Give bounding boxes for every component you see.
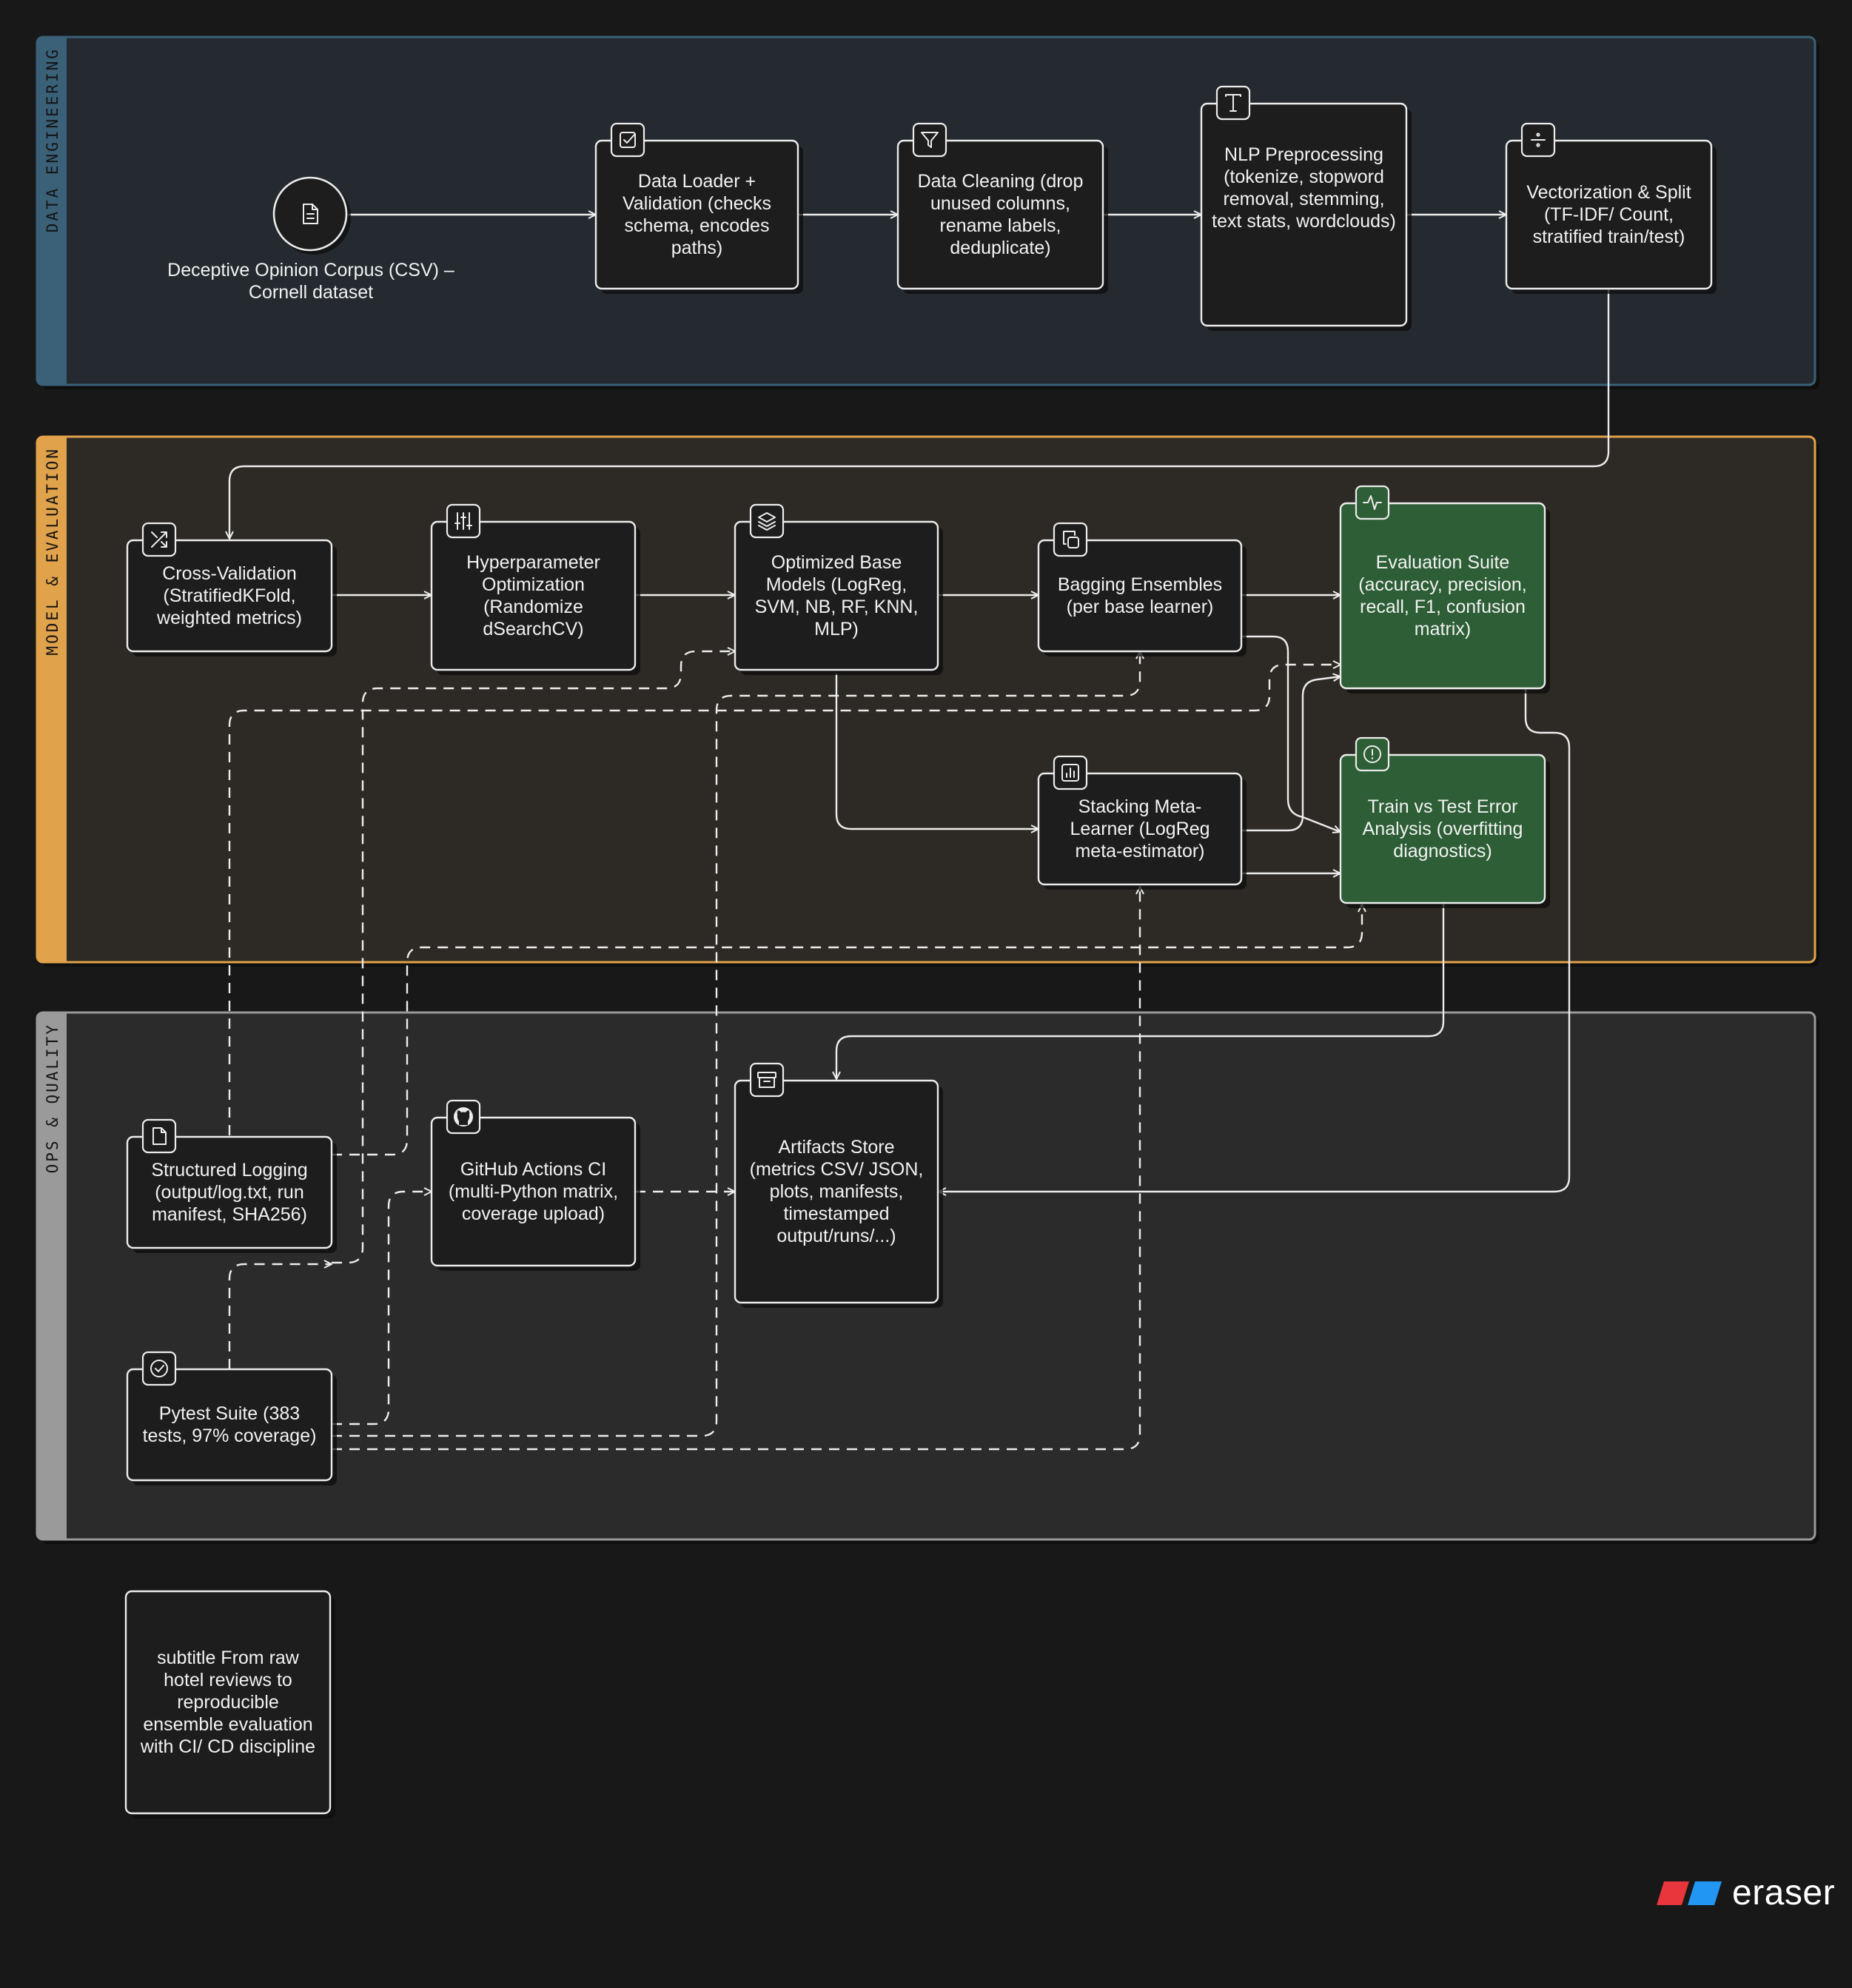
text-icon xyxy=(1215,85,1251,121)
node-github[interactable] xyxy=(430,1099,640,1271)
node-bagging[interactable] xyxy=(1037,522,1247,656)
edge-solid-4 xyxy=(229,289,1610,539)
divide-icon xyxy=(1520,122,1556,158)
file-icon xyxy=(141,1118,177,1154)
node-base[interactable] xyxy=(734,503,943,675)
bar-chart-icon xyxy=(1053,755,1088,790)
edge-solid-11 xyxy=(1241,676,1341,832)
eraser-mark-icon xyxy=(1657,1881,1722,1905)
swimlane-label-model: MODEL & EVALUATION xyxy=(44,447,61,656)
node-subtitle[interactable] xyxy=(124,1590,335,1819)
node-corpus[interactable] xyxy=(272,176,351,255)
sliders-icon xyxy=(446,503,481,539)
check-circle-icon xyxy=(141,1351,177,1386)
archive-icon xyxy=(749,1062,785,1098)
github-icon xyxy=(446,1099,481,1135)
edge-dashed-5 xyxy=(228,1264,332,1369)
node-hpo[interactable] xyxy=(430,503,640,675)
node-stacking[interactable] xyxy=(1037,755,1247,890)
edge-dashed-1 xyxy=(332,904,1362,1156)
swimlane-label-ops: OPS & QUALITY xyxy=(44,1023,61,1173)
edge-dashed-7 xyxy=(332,887,1140,1451)
pulse-icon xyxy=(1355,485,1390,520)
eraser-logo: eraser xyxy=(1654,1873,1835,1913)
node-vector[interactable] xyxy=(1505,122,1717,294)
swimlane-model: MODEL & EVALUATION xyxy=(36,435,1819,967)
node-artifacts[interactable] xyxy=(734,1062,943,1308)
node-cv[interactable] xyxy=(126,522,337,656)
shuffle-icon xyxy=(141,522,177,557)
brand-name: eraser xyxy=(1732,1873,1836,1913)
node-pytest[interactable] xyxy=(126,1351,337,1485)
checkbox-icon xyxy=(610,122,645,158)
edge-solid-10 xyxy=(835,674,1039,829)
swimlane-label-data: DATA ENGINEERING xyxy=(44,47,61,232)
node-logging[interactable] xyxy=(126,1118,337,1253)
node-loader[interactable] xyxy=(594,122,803,294)
node-eval[interactable] xyxy=(1339,485,1550,694)
document-icon xyxy=(303,204,318,224)
node-nlp[interactable] xyxy=(1200,85,1412,331)
alert-circle-icon xyxy=(1355,736,1390,772)
edge-dashed-0 xyxy=(228,665,1341,1135)
node-traintest[interactable] xyxy=(1339,736,1550,908)
layers-icon xyxy=(749,503,785,539)
copy-icon xyxy=(1053,522,1088,557)
edge-dashed-2 xyxy=(332,651,735,1264)
edge-dashed-6 xyxy=(332,651,1140,1437)
node-cleaning[interactable] xyxy=(896,122,1108,294)
edge-solid-13 xyxy=(939,688,1571,1192)
edge-dashed-3 xyxy=(332,1192,432,1425)
edge-solid-9 xyxy=(1241,635,1341,832)
filter-icon xyxy=(912,122,947,158)
